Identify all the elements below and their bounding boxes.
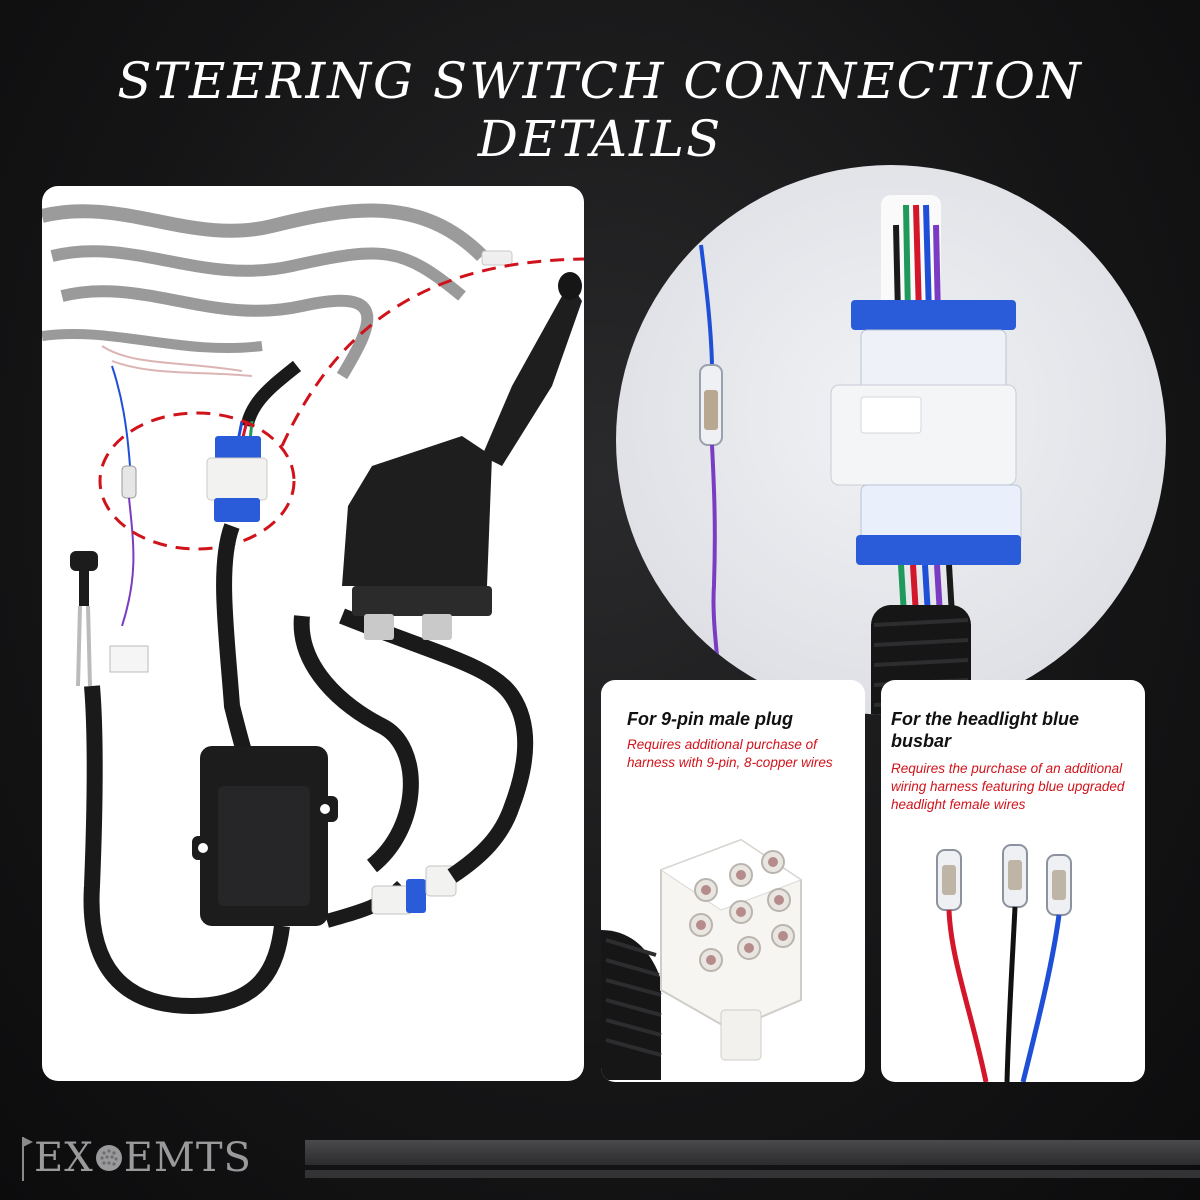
wiring-harness-illustration bbox=[42, 203, 584, 1015]
footer-line bbox=[305, 1170, 1200, 1178]
steering-switch-lever bbox=[482, 286, 582, 466]
nine-pin-plug-illustration bbox=[601, 838, 803, 1080]
steering-switch-body bbox=[342, 436, 492, 586]
page-title: STEERING SWITCH CONNECTION DETAILS bbox=[117, 52, 1083, 168]
headlight-busbar-title: For the headlight blue busbar bbox=[891, 709, 1079, 751]
male-plug-subtitle: Requires additional purchase of harness … bbox=[627, 737, 833, 770]
headlight-busbar-subtitle: Requires the purchase of an additional w… bbox=[891, 761, 1125, 812]
footer-bar bbox=[305, 1140, 1200, 1165]
brand-suffix: EMTS bbox=[123, 1135, 252, 1181]
connector-closeup bbox=[616, 195, 1022, 715]
brand-prefix: EX bbox=[34, 1135, 94, 1181]
callout-arrow bbox=[280, 257, 584, 447]
arrow-right-icon bbox=[642, 243, 670, 269]
rotary-knob bbox=[70, 551, 98, 571]
faded-harness-bundle bbox=[42, 203, 513, 380]
golf-ball-icon bbox=[95, 1145, 122, 1171]
male-plug-title: For 9-pin male plug bbox=[627, 709, 794, 729]
flag-icon bbox=[22, 1137, 33, 1181]
card-9-pin-male-plug: For 9-pin male plug Requires additional … bbox=[601, 680, 865, 1082]
harness-photo-panel bbox=[42, 186, 584, 1081]
connector-zoom-view bbox=[616, 165, 1166, 715]
card-headlight-busbar: For the headlight blue busbar Requires t… bbox=[881, 680, 1145, 1082]
highlight-circle bbox=[98, 411, 296, 551]
brand-logo: EX EMTS bbox=[20, 1128, 252, 1188]
female-terminals-illustration bbox=[936, 844, 1072, 1082]
